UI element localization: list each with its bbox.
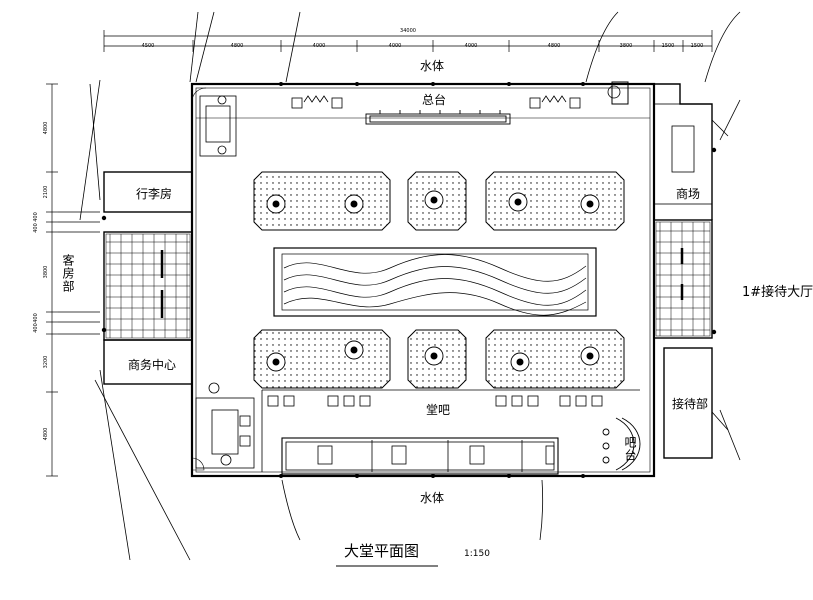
- front-desk: [365, 110, 511, 125]
- dim-left-5: 3800: [43, 265, 49, 279]
- right-doors: [711, 119, 729, 431]
- dim-top-9: 1500: [690, 43, 704, 49]
- dim-top-6: 4800: [547, 43, 561, 49]
- right-wing: [611, 81, 713, 459]
- dim-left-7: 400: [33, 323, 39, 333]
- dim-top-7: 3800: [619, 43, 633, 49]
- plan-title: 大堂平面图: [344, 542, 420, 560]
- dim-left-1: 4800: [43, 121, 49, 135]
- dim-top-total: 34000: [400, 28, 416, 34]
- lobby-bar-seating: [267, 395, 603, 475]
- dim-top-8: 1500: [661, 43, 675, 49]
- dim-top-2: 4800: [230, 43, 244, 49]
- planters: [253, 171, 625, 389]
- top-dimensions: [103, 30, 713, 52]
- front-desk-label: 总台: [422, 93, 447, 107]
- dim-left-4: 400: [33, 223, 39, 233]
- plant-centers: [272, 196, 594, 366]
- luggage-room-label: 行李房: [136, 187, 173, 201]
- bar-counter-label: 吧台: [623, 436, 637, 462]
- dim-left-2: 2100: [43, 185, 49, 199]
- business-center-label: 商务中心: [128, 358, 177, 372]
- site-lines: [79, 11, 741, 561]
- main-walls: [190, 82, 656, 478]
- dim-top-5: 4000: [464, 43, 478, 49]
- water-top-label: 水体: [420, 59, 445, 73]
- lobby-bar-label: 堂吧: [426, 403, 451, 417]
- bar-counter: [602, 417, 641, 471]
- dim-top-4: 4000: [388, 43, 402, 49]
- water-bottom-label: 水体: [420, 491, 445, 505]
- dim-left-8: 3200: [43, 355, 49, 369]
- left-wing: [103, 87, 207, 471]
- plan-scale: 1:150: [464, 549, 490, 559]
- dim-top-1: 4500: [141, 43, 155, 49]
- front-seating: [199, 85, 621, 157]
- dim-left-3: 400: [33, 212, 39, 222]
- left-lounge: [195, 382, 255, 469]
- dim-left-9: 4800: [43, 427, 49, 441]
- dim-left-6: 400: [33, 313, 39, 323]
- dim-top-3: 4000: [312, 43, 326, 49]
- reception-hall-label: 1#接待大厅: [742, 285, 813, 300]
- wall-columns: [101, 82, 717, 478]
- left-dimensions: [46, 83, 100, 477]
- guest-rooms-label: 客房部: [61, 254, 75, 293]
- shop-label: 商场: [676, 187, 701, 201]
- water-feature: [273, 247, 597, 317]
- reception-label: 接待部: [672, 397, 709, 411]
